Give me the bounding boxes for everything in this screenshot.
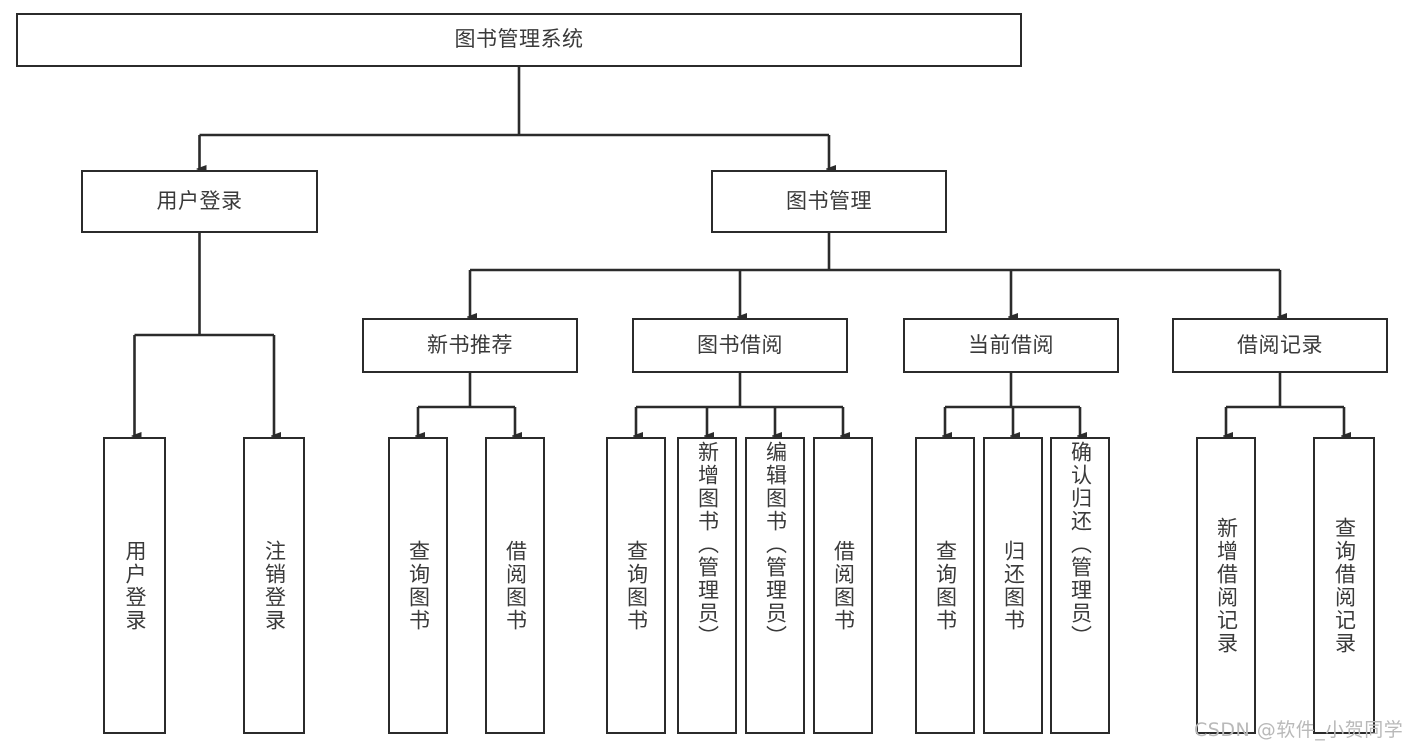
node-leaf-query-book-label: 查询图书 xyxy=(624,539,649,632)
node-leaf-return-book-label: 归还图书 xyxy=(1001,539,1026,632)
node-leaf-user-logout-label: 注销登录 xyxy=(262,539,287,632)
node-leaf-borrow-book-rec-label: 借阅图书 xyxy=(503,539,528,632)
node-current-borrow[interactable]: 当前借阅 xyxy=(903,318,1119,373)
node-leaf-query-book[interactable]: 查询图书 xyxy=(606,437,666,734)
node-root[interactable]: 图书管理系统 xyxy=(16,13,1022,67)
node-new-book-rec[interactable]: 新书推荐 xyxy=(362,318,578,373)
node-leaf-add-record[interactable]: 新增借阅记录 xyxy=(1196,437,1256,734)
node-leaf-confirm-return[interactable]: 确认归还（管理员） xyxy=(1050,437,1110,734)
node-leaf-confirm-return-label: 确认归还（管理员） xyxy=(1068,441,1093,648)
node-leaf-borrow-book-rec[interactable]: 借阅图书 xyxy=(485,437,545,734)
node-user-login[interactable]: 用户登录 xyxy=(81,170,318,233)
node-book-borrow[interactable]: 图书借阅 xyxy=(632,318,848,373)
node-leaf-add-book[interactable]: 新增图书（管理员） xyxy=(677,437,737,734)
node-leaf-user-login[interactable]: 用户登录 xyxy=(103,437,166,734)
node-leaf-edit-book[interactable]: 编辑图书（管理员） xyxy=(745,437,805,734)
node-leaf-query-book-rec-label: 查询图书 xyxy=(406,539,431,632)
watermark: CSDN @软件_小贺同学 xyxy=(1194,719,1404,741)
node-leaf-add-book-label: 新增图书（管理员） xyxy=(695,441,720,648)
node-book-manage-label: 图书管理 xyxy=(786,188,872,213)
node-leaf-query-record-label: 查询借阅记录 xyxy=(1332,516,1357,655)
node-leaf-borrow-book-label: 借阅图书 xyxy=(831,539,856,632)
node-leaf-edit-book-label: 编辑图书（管理员） xyxy=(763,441,788,648)
node-new-book-rec-label: 新书推荐 xyxy=(427,332,513,357)
node-root-label: 图书管理系统 xyxy=(454,27,584,52)
node-leaf-query-book-cur-label: 查询图书 xyxy=(933,539,958,632)
node-borrow-record[interactable]: 借阅记录 xyxy=(1172,318,1388,373)
node-leaf-return-book[interactable]: 归还图书 xyxy=(983,437,1043,734)
node-leaf-user-login-label: 用户登录 xyxy=(123,539,147,632)
node-leaf-borrow-book[interactable]: 借阅图书 xyxy=(813,437,873,734)
node-leaf-user-logout[interactable]: 注销登录 xyxy=(243,437,305,734)
node-current-borrow-label: 当前借阅 xyxy=(968,332,1054,357)
node-borrow-record-label: 借阅记录 xyxy=(1237,332,1323,357)
node-user-login-label: 用户登录 xyxy=(156,188,243,213)
node-leaf-query-book-cur[interactable]: 查询图书 xyxy=(915,437,975,734)
node-leaf-query-book-rec[interactable]: 查询图书 xyxy=(388,437,448,734)
node-book-borrow-label: 图书借阅 xyxy=(697,332,783,357)
node-leaf-add-record-label: 新增借阅记录 xyxy=(1214,516,1239,655)
node-leaf-query-record[interactable]: 查询借阅记录 xyxy=(1313,437,1375,734)
node-book-manage[interactable]: 图书管理 xyxy=(711,170,947,233)
edge-paths xyxy=(135,67,1345,436)
